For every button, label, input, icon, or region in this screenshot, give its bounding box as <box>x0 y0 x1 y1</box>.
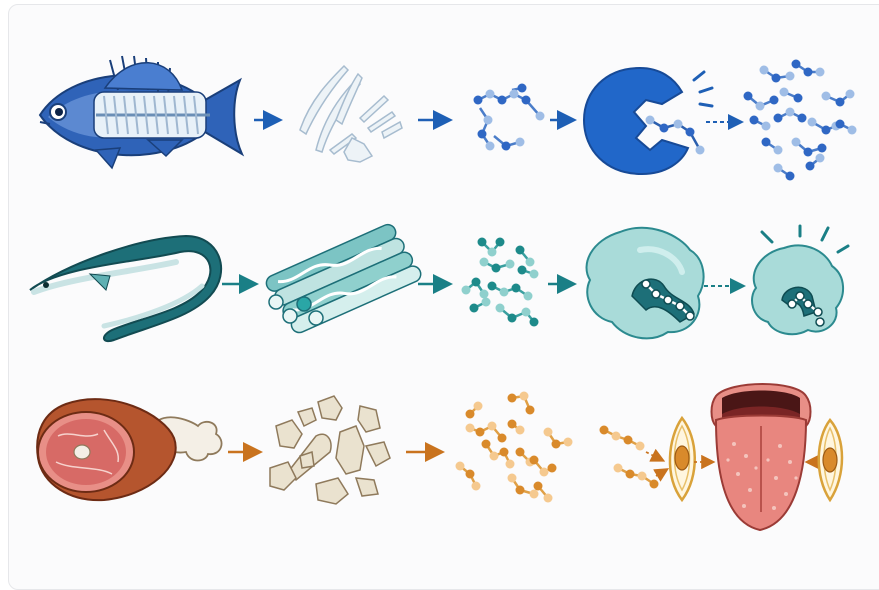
enzyme-cleaving-icon <box>584 68 712 174</box>
peptide-chain-icon <box>474 84 545 151</box>
meat-fragments-icon <box>270 396 390 504</box>
free-peptides-icon <box>744 60 857 181</box>
receptor-binding-icon <box>587 228 704 339</box>
peptide-chain-icon <box>462 238 539 327</box>
peptide-chain-icon <box>456 392 573 503</box>
taste-bud-icon <box>808 420 842 500</box>
taste-cells-icon <box>600 418 713 500</box>
tongue-icon <box>712 384 811 530</box>
fish-skeleton-icon <box>40 56 242 168</box>
collagen-fibers-icon <box>264 220 423 338</box>
receptor-activation-icon <box>752 226 848 334</box>
ham-leg-icon <box>37 399 221 500</box>
eel-icon <box>30 236 221 341</box>
bone-fragments-icon <box>300 66 402 162</box>
